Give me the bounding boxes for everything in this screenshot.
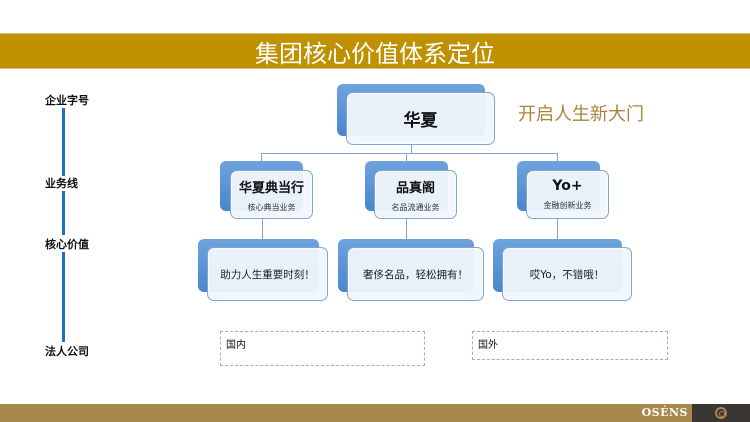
node-front: 华夏典当行 核心典当业务 (230, 170, 313, 219)
connector-right-down (557, 153, 558, 162)
root-label: 华夏 (403, 111, 438, 131)
business-line-name: 华夏典当行 (238, 180, 304, 196)
core-value-text: 哎Yo，不错哦！ (529, 268, 605, 281)
axis-line-1 (62, 104, 65, 176)
node-front: 哎Yo，不错哦！ (502, 247, 632, 301)
node-front: 品真阁 名品流通业务 (374, 170, 457, 219)
node-front: 奢侈名品，轻松拥有！ (347, 247, 484, 301)
spiral-logo-icon (715, 407, 727, 419)
title-bar: 集团核心价值体系定位 (0, 33, 750, 69)
connector-root-down (411, 145, 412, 154)
domestic-entity-box: 国内 (220, 331, 425, 366)
connector-l2-l3-right (557, 218, 558, 239)
overseas-entity-box: 国外 (472, 331, 668, 360)
brand-logo-text: OSÉNS (641, 406, 688, 419)
connector-l2-l3-mid (406, 218, 407, 239)
axis-label-core-value: 核心价值 (45, 238, 89, 252)
footer-bar: OSÉNS (0, 404, 750, 422)
node-front: 助力人生重要时刻！ (207, 247, 328, 301)
axis-line-2 (62, 189, 65, 235)
business-line-name: 品真阁 (395, 180, 435, 196)
core-value-text: 奢侈名品，轻松拥有！ (363, 268, 468, 281)
connector-mid-down (406, 153, 407, 162)
slogan: 开启人生新大门 (518, 104, 644, 125)
business-line-desc: 核心典当业务 (247, 202, 296, 212)
domestic-label: 国内 (226, 340, 246, 351)
axis-label-business-line: 业务线 (45, 177, 78, 191)
business-line-desc: 金融创新业务 (543, 201, 592, 210)
connector-left-down (261, 153, 262, 162)
connector-l2-l3-left (262, 218, 263, 239)
footer-logo-block (692, 404, 750, 422)
business-line-desc: 名品流通业务 (391, 202, 440, 212)
overseas-label: 国外 (478, 340, 498, 351)
page-title: 集团核心价值体系定位 (255, 39, 495, 68)
axis-line-3 (62, 252, 65, 342)
connector-horizontal (261, 153, 558, 154)
node-front: Yo+ 金融创新业务 (526, 170, 609, 219)
axis-label-brand: 企业字号 (45, 94, 89, 108)
business-line-name: Yo+ (552, 178, 583, 194)
root-node-front: 华夏 (346, 92, 495, 145)
core-value-text: 助力人生重要时刻！ (220, 268, 315, 281)
axis-label-legal-entity: 法人公司 (45, 345, 89, 359)
